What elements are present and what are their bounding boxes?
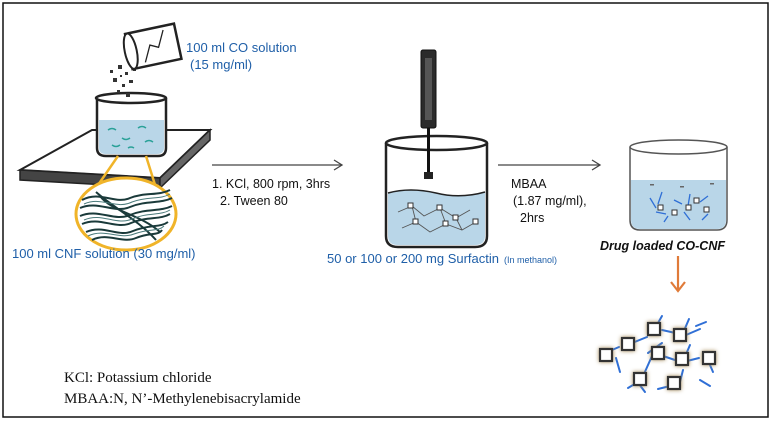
surfactin-sub-text: (In methanol) xyxy=(504,255,557,265)
legend-kcl: KCl: Potassium chloride xyxy=(64,370,212,386)
step2-apparatus xyxy=(384,49,489,249)
cnf-zoom-ellipse xyxy=(74,176,178,252)
step3-beaker xyxy=(629,139,728,231)
co-pouring-cup xyxy=(122,22,183,71)
surfactin-main-text: 50 or 100 or 200 mg Surfactin xyxy=(327,251,499,266)
step1-condition-line2: 2. Tween 80 xyxy=(220,194,288,208)
co-cnf-network-zoom xyxy=(598,315,717,393)
co-solution-label-line1: 100 ml CO solution xyxy=(186,40,297,55)
co-solution-label-line2: (15 mg/ml) xyxy=(190,57,252,72)
legend-mbaa: MBAA:N, N’-Methylenebisacrylamide xyxy=(64,391,301,407)
cnf-solution-label: 100 ml CNF solution (30 mg/ml) xyxy=(12,246,196,261)
orange-down-arrow xyxy=(670,256,686,293)
arrow-step2-to-step3 xyxy=(498,159,602,171)
step1-apparatus xyxy=(16,22,213,252)
surfactin-label: 50 or 100 or 200 mg Surfactin (In methano… xyxy=(327,251,557,266)
step1-condition-line1: 1. KCl, 800 rpm, 3hrs xyxy=(212,177,330,191)
drug-loaded-label: Drug loaded CO-CNF xyxy=(600,239,725,253)
arrow-step1-to-step2 xyxy=(212,159,344,171)
cnf-beaker xyxy=(94,91,168,158)
mbaa-condition-line3: 2hrs xyxy=(520,211,544,225)
mbaa-condition-line2: (1.87 mg/ml), xyxy=(513,194,587,208)
mbaa-condition-line1: MBAA xyxy=(511,177,547,191)
